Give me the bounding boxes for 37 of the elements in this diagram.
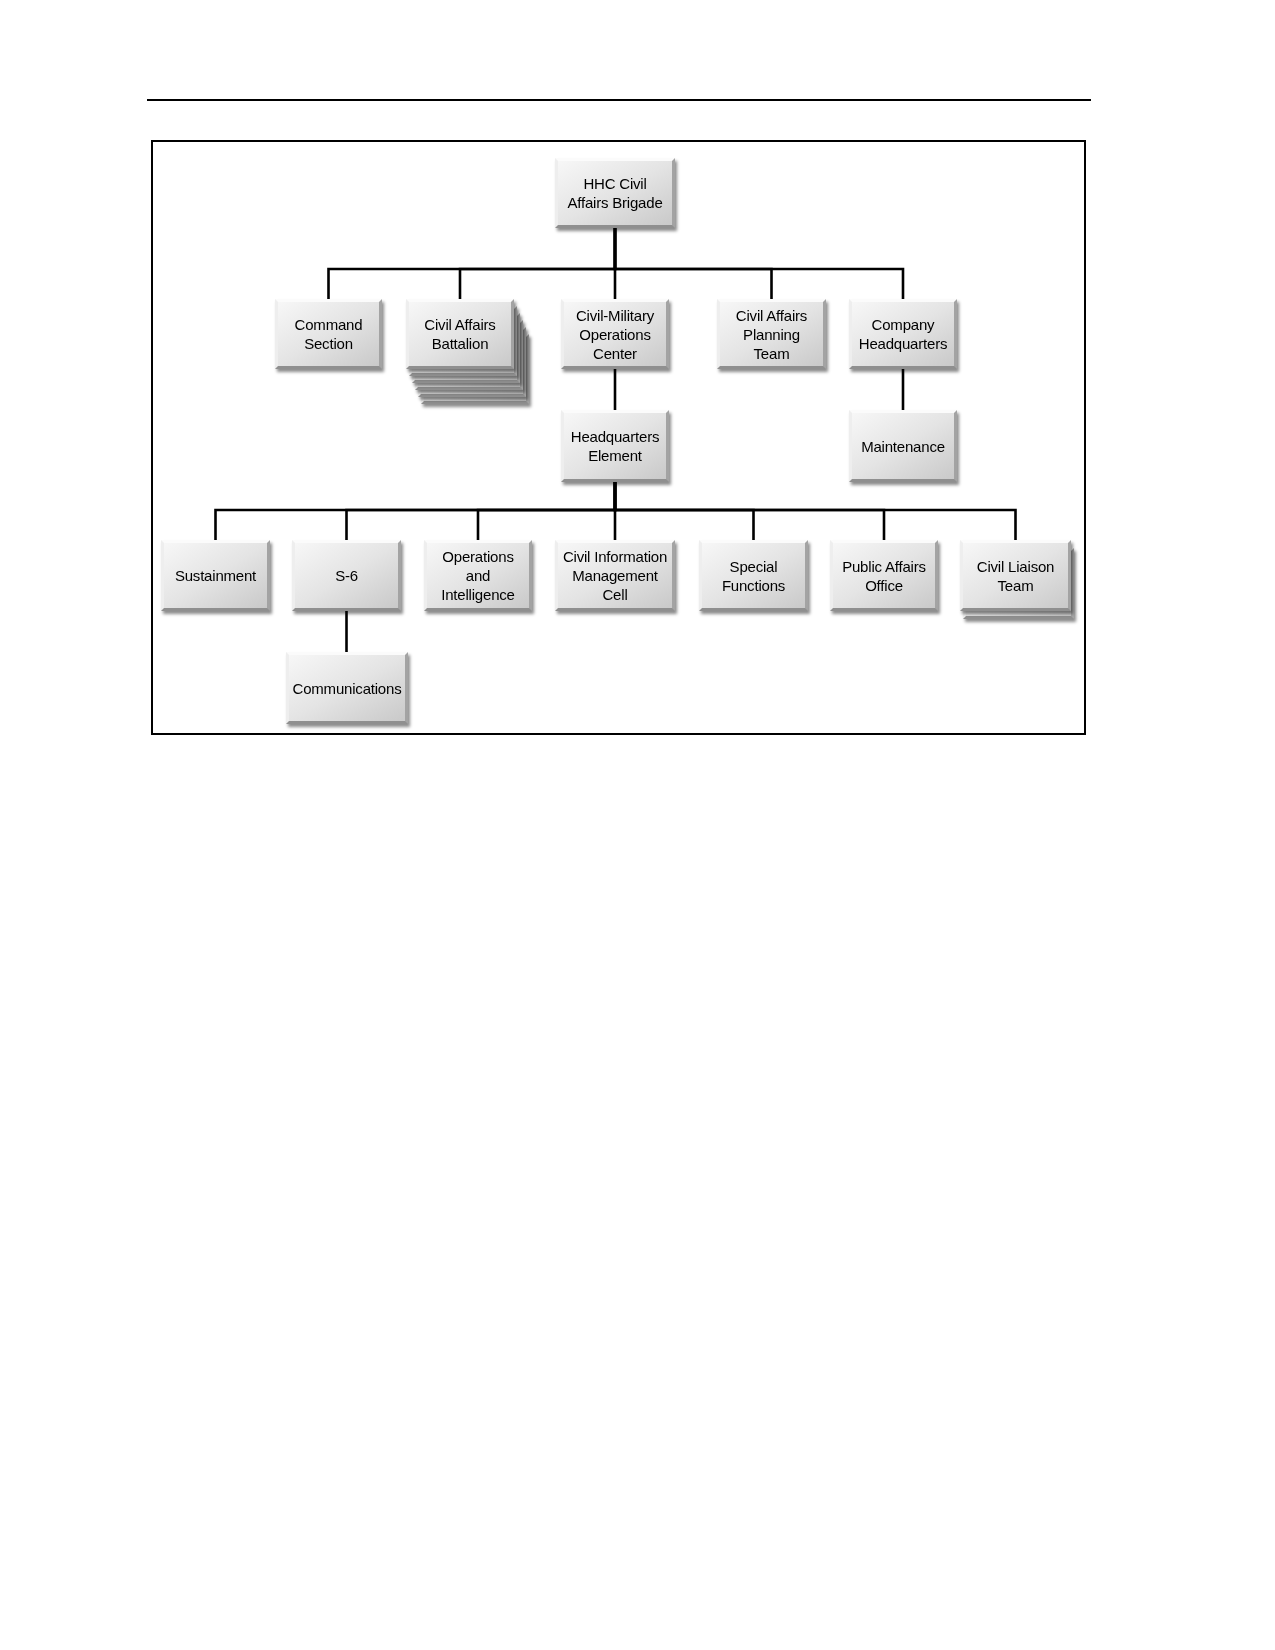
connector-line	[613, 228, 905, 299]
connector-line	[613, 482, 1017, 540]
node-label: Civil Affairs Battalion	[423, 315, 497, 353]
org-box	[161, 540, 270, 611]
org-box	[561, 299, 669, 369]
node-label: Public Affairs Office	[841, 556, 927, 595]
org-box	[275, 299, 382, 369]
org-box	[699, 540, 808, 611]
org-box	[555, 158, 675, 228]
org-box	[555, 540, 675, 611]
connector-line	[613, 369, 617, 410]
node-label: Special Functions	[720, 556, 787, 595]
node-label: Civil Affairs Planning Team	[734, 305, 809, 363]
org-box	[830, 540, 938, 611]
org-box	[849, 410, 957, 482]
node-label: S-6	[335, 566, 358, 585]
org-box	[960, 540, 1071, 611]
node-label: Headquarters Element	[569, 427, 661, 465]
node-label: Maintenance	[861, 436, 945, 456]
org-box	[292, 540, 401, 611]
org-box	[406, 299, 514, 369]
org-box	[849, 299, 957, 369]
node-label: Communications	[292, 678, 402, 698]
node-label: Civil Liaison Team	[975, 556, 1056, 595]
node-label: HHC Civil Affairs Brigade	[566, 174, 664, 212]
node-label: Operations and Intelligence	[440, 547, 516, 604]
org-box	[424, 540, 532, 611]
connector-line	[345, 611, 348, 652]
node-label: Company Headquarters	[857, 315, 949, 353]
org-box	[561, 410, 669, 482]
org-box	[286, 652, 408, 724]
org-box	[717, 299, 826, 369]
node-label: Civil-Military Operations Center	[575, 305, 655, 363]
connector-line	[901, 369, 905, 410]
node-label: Civil Information Management Cell	[562, 547, 668, 604]
node-label: Sustainment	[174, 566, 257, 585]
node-label: Command Section	[293, 315, 364, 353]
